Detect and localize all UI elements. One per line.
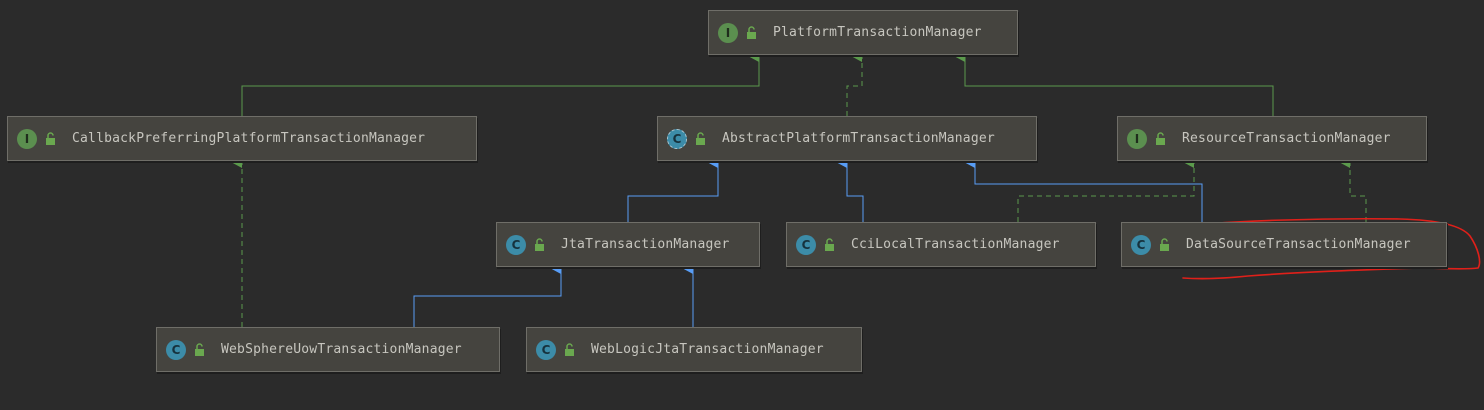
- edge-abstract-to-platform: [846, 48, 863, 116]
- class-icon: C: [506, 234, 526, 255]
- edge-cci-to-resource: [1017, 154, 1195, 222]
- unlock-icon: [696, 131, 705, 145]
- node-label: JtaTransactionManager: [561, 237, 730, 252]
- class-icon: C: [796, 234, 816, 255]
- edge-cci-to-abstract: [834, 154, 864, 222]
- node-resource-transaction-manager[interactable]: I ResourceTransactionManager: [1117, 116, 1427, 161]
- unlock-icon: [565, 342, 574, 356]
- node-abstract-platform-transaction-manager[interactable]: C AbstractPlatformTransactionManager: [657, 116, 1037, 161]
- class-icon: C: [1131, 234, 1151, 255]
- interface-icon: I: [17, 128, 37, 149]
- node-label: ResourceTransactionManager: [1182, 131, 1391, 146]
- node-label: CciLocalTransactionManager: [851, 237, 1060, 252]
- node-label: CallbackPreferringPlatformTransactionMan…: [72, 131, 426, 146]
- red-highlight-mark: [1162, 217, 1481, 280]
- unlock-icon: [46, 131, 55, 145]
- node-platform-transaction-manager[interactable]: I PlatformTransactionManager: [708, 10, 1018, 55]
- unlock-icon: [195, 342, 204, 356]
- unlock-icon: [535, 237, 544, 251]
- edge-datasource-to-resource: [1337, 154, 1367, 222]
- unlock-icon: [1156, 131, 1165, 145]
- node-label: DataSourceTransactionManager: [1186, 237, 1411, 252]
- node-jta-transaction-manager[interactable]: C JtaTransactionManager: [496, 222, 760, 267]
- node-label: WebSphereUowTransactionManager: [221, 342, 462, 357]
- node-label: WebLogicJtaTransactionManager: [591, 342, 824, 357]
- edge-jta-to-abstract: [627, 154, 719, 222]
- node-label: AbstractPlatformTransactionManager: [722, 131, 995, 146]
- node-data-source-transaction-manager[interactable]: C DataSourceTransactionManager: [1121, 222, 1447, 267]
- node-websphere-uow-transaction-manager[interactable]: C WebSphereUowTransactionManager: [156, 327, 500, 372]
- edge-resource-to-platform: [952, 48, 1274, 116]
- class-icon: C: [536, 339, 556, 360]
- node-cci-local-transaction-manager[interactable]: C CciLocalTransactionManager: [786, 222, 1096, 267]
- edge-datasource-to-abstract: [962, 154, 1203, 222]
- unlock-icon: [747, 25, 756, 39]
- class-icon: C: [166, 339, 186, 360]
- edge-websphere-to-jta: [413, 260, 562, 327]
- unlock-icon: [825, 237, 834, 251]
- node-label: PlatformTransactionManager: [773, 25, 982, 40]
- node-weblogic-jta-transaction-manager[interactable]: C WebLogicJtaTransactionManager: [526, 327, 862, 372]
- interface-icon: I: [1127, 128, 1147, 149]
- edge-callback-to-platform: [241, 48, 760, 116]
- node-callback-preferring-platform-transaction-manager[interactable]: I CallbackPreferringPlatformTransactionM…: [7, 116, 477, 161]
- unlock-icon: [1160, 237, 1169, 251]
- abstract-class-icon: C: [667, 128, 687, 149]
- interface-icon: I: [718, 22, 738, 43]
